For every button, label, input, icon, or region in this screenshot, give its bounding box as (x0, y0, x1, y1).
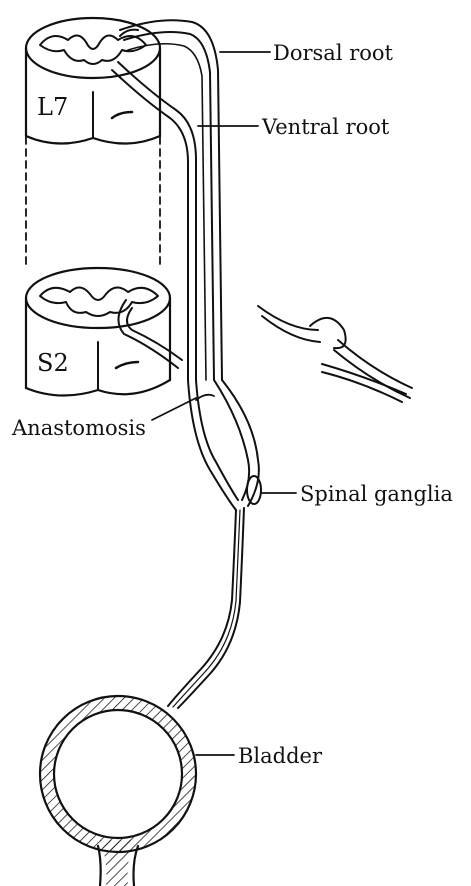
bladder (40, 696, 196, 886)
ganglion-inset-detail (258, 306, 412, 402)
spinal-ganglion (247, 476, 261, 504)
label-segment-s2: S2 (37, 349, 69, 377)
cord-continuation-lines (26, 137, 160, 268)
label-spinal-ganglia: Spinal ganglia (300, 482, 453, 506)
label-bladder: Bladder (238, 744, 323, 768)
label-segment-l7: L7 (37, 93, 68, 121)
label-dorsal-root: Dorsal root (273, 41, 394, 65)
label-anastomosis: Anastomosis (11, 416, 146, 440)
label-ventral-root: Ventral root (261, 115, 390, 139)
nerve-roots (112, 20, 261, 708)
leader-lines (152, 52, 296, 755)
gray-matter-s2 (40, 287, 158, 316)
